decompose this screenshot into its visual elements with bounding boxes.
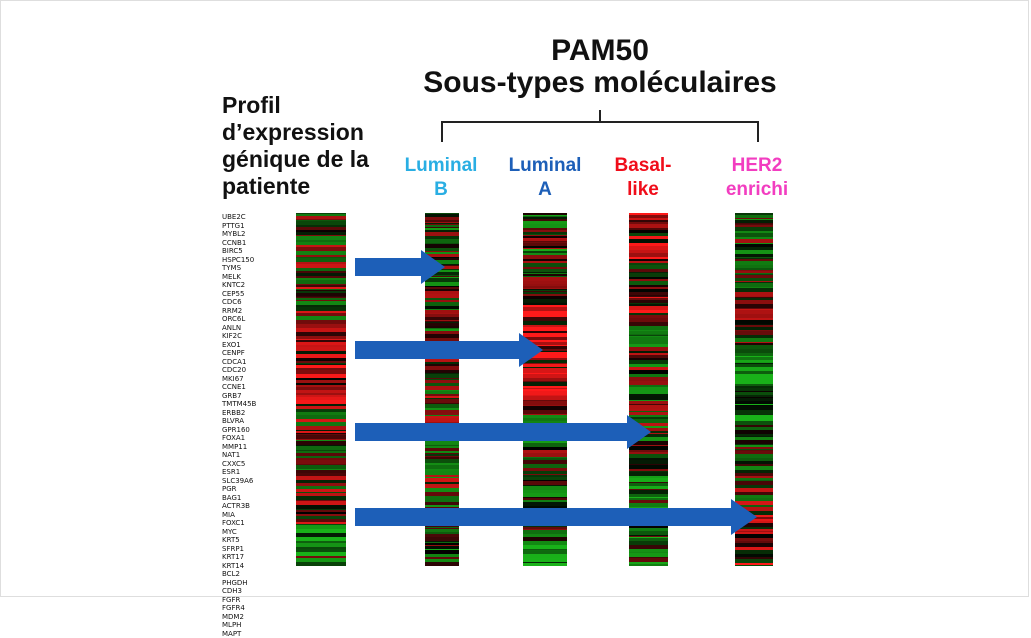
patient-title-line: d’expression [222, 119, 392, 146]
gene-label: PGR [222, 485, 292, 494]
gene-label: MLPH [222, 621, 292, 630]
subtype-label-basal-like: Basal- like [588, 154, 698, 202]
gene-label: CDH3 [222, 587, 292, 596]
gene-label: FGFR [222, 596, 292, 605]
gene-label: HSPC150 [222, 256, 292, 265]
gene-label: MKI67 [222, 375, 292, 384]
subtype-label-luminal-a: Luminal A [490, 154, 600, 202]
subtypes-bracket [441, 121, 759, 142]
subtype-label-line: A [490, 178, 600, 202]
heatmap-stripes [296, 213, 346, 566]
subtype-label-line: Luminal [386, 154, 496, 178]
gene-label: MAPT [222, 630, 292, 638]
arrow-to-luminal-a [355, 333, 545, 367]
subtype-label-line: B [386, 178, 496, 202]
gene-label: KNTC2 [222, 281, 292, 290]
gene-label: CDC6 [222, 298, 292, 307]
subtypes-bracket-stem [599, 110, 601, 122]
gene-label: ESR1 [222, 468, 292, 477]
gene-label: BLVRA [222, 417, 292, 426]
patient-title-line: patiente [222, 173, 392, 200]
gene-label: CENPF [222, 349, 292, 358]
gene-label: TYMS [222, 264, 292, 273]
gene-label: NAT1 [222, 451, 292, 460]
gene-label: EXO1 [222, 341, 292, 350]
arrow-to-basal-like [355, 415, 653, 449]
figure-title: PAM50 [400, 34, 800, 68]
gene-label: KIF2C [222, 332, 292, 341]
patient-profile-title: Profil d’expression génique de la patien… [222, 92, 392, 200]
gene-label: ERBB2 [222, 409, 292, 418]
subtype-label-line: Basal- [588, 154, 698, 178]
arrow-to-her2-enrichi [355, 499, 759, 535]
gene-label: MMP11 [222, 443, 292, 452]
gene-label: SFRP1 [222, 545, 292, 554]
gene-label: MIA [222, 511, 292, 520]
gene-label: BCL2 [222, 570, 292, 579]
gene-label: PHGDH [222, 579, 292, 588]
gene-label: CXXC5 [222, 460, 292, 469]
gene-label: SLC39A6 [222, 477, 292, 486]
gene-label: KRT14 [222, 562, 292, 571]
gene-label: ORC6L [222, 315, 292, 324]
gene-label: FOXC1 [222, 519, 292, 528]
gene-label: GPR160 [222, 426, 292, 435]
gene-label: TMTM45B [222, 400, 292, 409]
gene-label: KRT5 [222, 536, 292, 545]
gene-label: CEP55 [222, 290, 292, 299]
arrow-to-luminal-b [355, 250, 447, 284]
gene-label: ACTR3B [222, 502, 292, 511]
gene-label: RRM2 [222, 307, 292, 316]
gene-label: FGFR4 [222, 604, 292, 613]
gene-label: MYBL2 [222, 230, 292, 239]
gene-label: MYC [222, 528, 292, 537]
gene-label: UBE2C [222, 213, 292, 222]
gene-label: BAG1 [222, 494, 292, 503]
heatmap-column-patient [296, 213, 346, 566]
gene-label: ANLN [222, 324, 292, 333]
gene-label: BIRC5 [222, 247, 292, 256]
subtype-label-her2-enrichi: HER2 enrichi [702, 154, 812, 202]
gene-label: MELK [222, 273, 292, 282]
patient-title-line: génique de la [222, 146, 392, 173]
subtype-label-line: Luminal [490, 154, 600, 178]
gene-label: KRT17 [222, 553, 292, 562]
subtype-label-luminal-b: Luminal B [386, 154, 496, 202]
patient-title-line: Profil [222, 92, 392, 119]
gene-label: FOXA1 [222, 434, 292, 443]
subtype-label-line: like [588, 178, 698, 202]
gene-label: MDM2 [222, 613, 292, 622]
figure-subtitle: Sous-types moléculaires [400, 66, 800, 100]
gene-label: GRB7 [222, 392, 292, 401]
gene-label: CDCA1 [222, 358, 292, 367]
subtype-label-line: enrichi [702, 178, 812, 202]
gene-label: CCNE1 [222, 383, 292, 392]
subtype-label-line: HER2 [702, 154, 812, 178]
gene-label: PTTG1 [222, 222, 292, 231]
gene-label: CDC20 [222, 366, 292, 375]
gene-label: CCNB1 [222, 239, 292, 248]
